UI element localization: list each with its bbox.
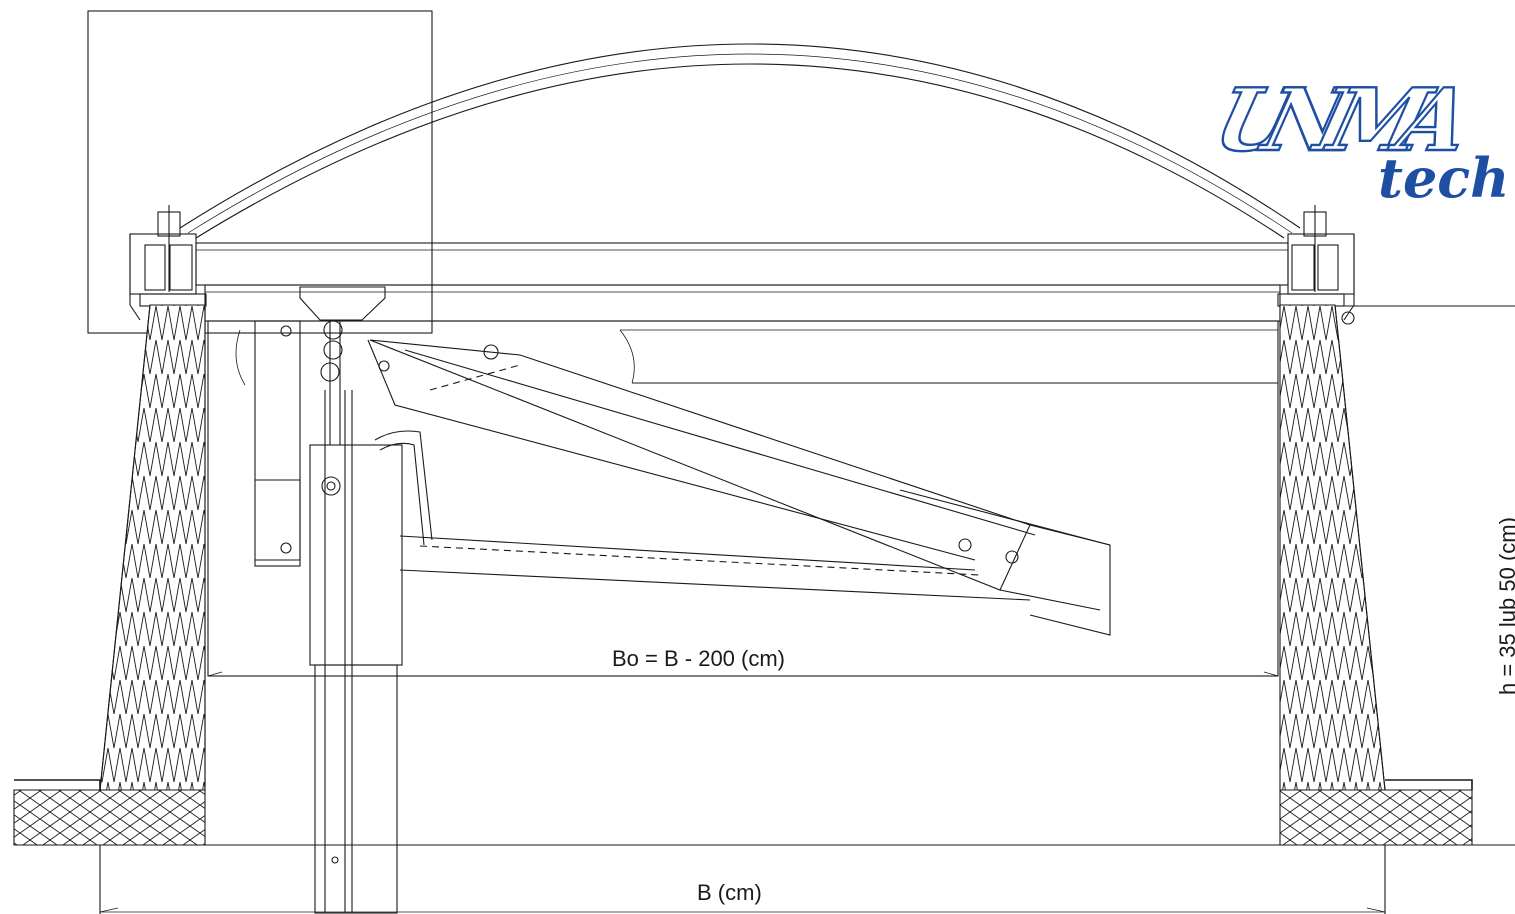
right-profile <box>1277 205 1355 325</box>
dome-outer <box>179 43 1301 229</box>
wall-panel <box>87 10 433 334</box>
logo-sub: tech <box>1378 146 1509 210</box>
actuator-column <box>254 320 403 914</box>
dome-inner <box>195 63 1285 239</box>
base-dimension-line <box>99 907 1386 913</box>
opening-width-label: Bo = B - 200 (cm) <box>612 646 785 671</box>
hinge-bracket <box>299 286 386 382</box>
logo-brand: UNIMA <box>1205 69 1480 170</box>
diagonal-actuator <box>367 339 1111 636</box>
base-width-label: B (cm) <box>697 880 762 905</box>
left-curb <box>13 304 206 914</box>
left-profile <box>129 205 207 321</box>
height-label: h = 35 lub 50 (cm) <box>1495 517 1515 695</box>
frame-top-bar <box>195 242 1289 286</box>
unimatech-logo: UNIMA tech <box>1204 68 1509 210</box>
opening-dimension-line <box>207 671 1279 677</box>
right-curb <box>1279 304 1515 914</box>
